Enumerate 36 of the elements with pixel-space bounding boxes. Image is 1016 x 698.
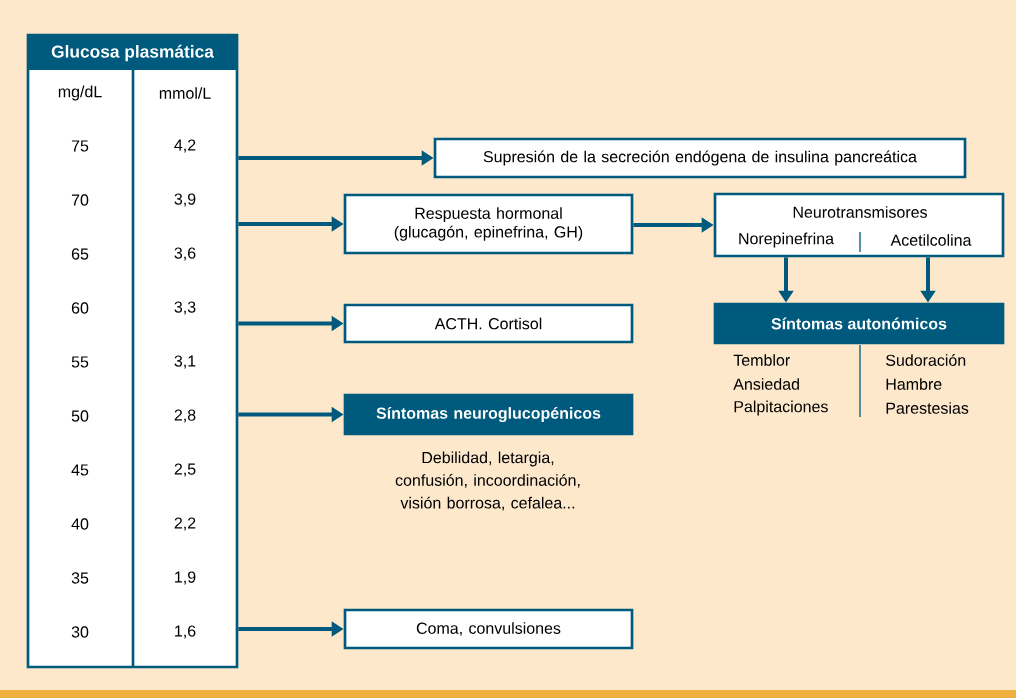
table-cell: 40 xyxy=(71,518,89,530)
table-cell: mg/dL xyxy=(58,85,102,101)
symptom-text: Sudoración xyxy=(886,354,966,366)
process-box: ACTH. Cortisol xyxy=(343,303,634,344)
process-box: Coma, convulsiones xyxy=(343,608,634,650)
table-cell: 3,6 xyxy=(174,247,196,261)
table-cell: 35 xyxy=(71,572,89,584)
table-cell: 55 xyxy=(71,356,89,368)
symptom-text: Parestesias xyxy=(886,402,969,414)
table-cell: 65 xyxy=(71,248,89,260)
table-cell: 1,9 xyxy=(175,571,196,585)
table-cell: 2,8 xyxy=(174,409,196,423)
table-cell: 3,3 xyxy=(174,301,196,315)
table-cell: 3,9 xyxy=(174,193,196,207)
table-cell: 60 xyxy=(71,302,89,314)
symptom-text: Hambre xyxy=(886,378,942,390)
table-cell: 2,2 xyxy=(174,517,196,531)
table-cell: 4,2 xyxy=(174,139,196,153)
table-cell: 70 xyxy=(71,194,89,206)
symptom-text: Temblor xyxy=(733,354,790,366)
table-cell: 30 xyxy=(71,626,89,638)
table-cell: 2,5 xyxy=(174,463,196,477)
heading-box: Síntomas neuroglucopénicos xyxy=(343,393,634,436)
symptom-text: Ansiedad xyxy=(733,378,799,390)
heading-box: Síntomas autonómicos xyxy=(713,302,1005,345)
symptom-text: Debilidad, letargia, confusión, incoordinación, visión borrosa, cefalea... xyxy=(395,451,580,511)
table-cell: 50 xyxy=(71,410,89,422)
table-cell: 45 xyxy=(71,464,89,476)
table-cell: 3,1 xyxy=(174,355,196,369)
symptom-text: Palpitaciones xyxy=(734,400,828,416)
process-box: Neurotransmisores Norepinefrina Acetilcolina xyxy=(713,192,1005,258)
table-cell: mmol/L xyxy=(159,87,211,99)
process-box: Respuesta hormonal (glucagón, epinefrina, GH) xyxy=(343,193,634,255)
table-cell: 75 xyxy=(71,140,89,152)
table-cell: 1,6 xyxy=(175,625,196,639)
process-box: Supresión de la secreción endógena de insulina pancreática xyxy=(433,137,967,179)
